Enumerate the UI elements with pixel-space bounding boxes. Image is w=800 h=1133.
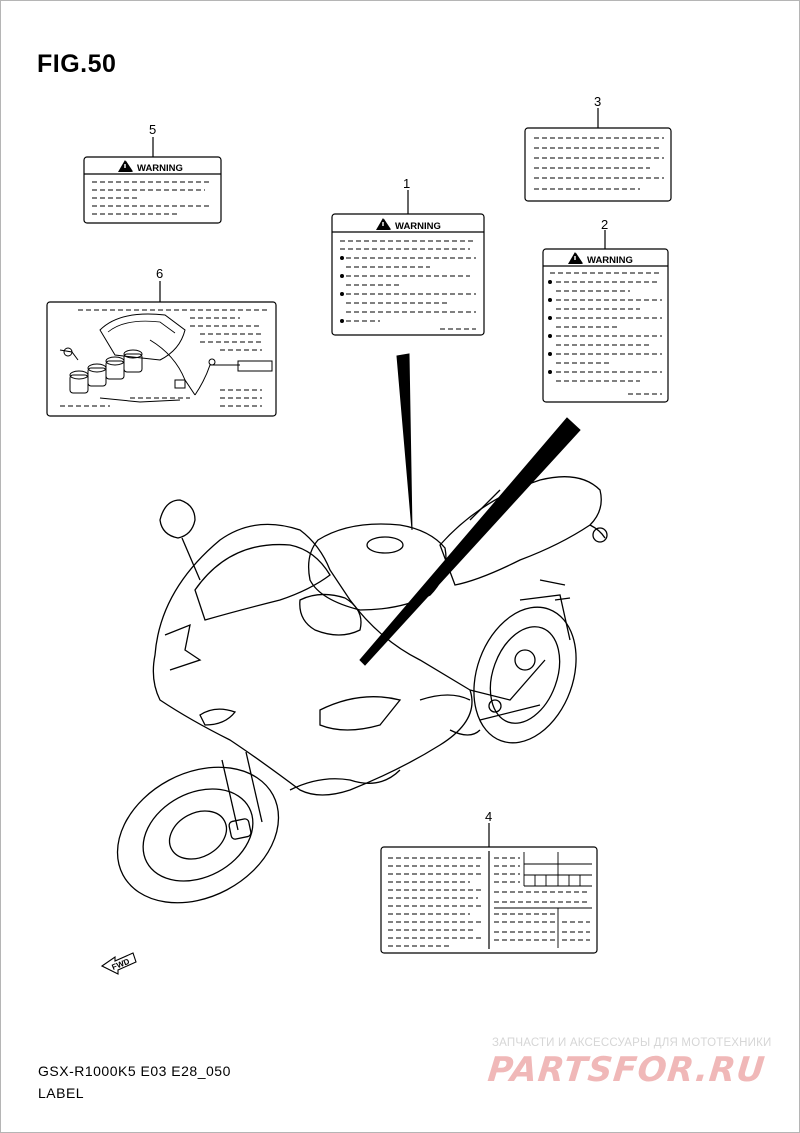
label-5-warning-text: WARNING	[137, 163, 183, 174]
watermark-tagline: ЗАПЧАСТИ И АКСЕССУАРЫ ДЛЯ МОТОТЕХНИКИ	[492, 1037, 772, 1049]
fwd-arrow-icon	[100, 952, 137, 975]
callout-1: 1	[403, 176, 410, 191]
leader-wedges	[359, 353, 581, 666]
section-name: LABEL	[38, 1085, 85, 1101]
model-code: GSX-R1000K5 E03 E28_050	[38, 1063, 231, 1079]
motorcycle-drawing	[116, 476, 608, 904]
label-2-warning-text: WARNING	[587, 255, 633, 266]
callout-3: 3	[594, 94, 601, 109]
label-4-spec-table[interactable]	[380, 846, 598, 954]
figure-title: FIG.50	[37, 50, 117, 78]
label-3-text[interactable]	[524, 127, 672, 202]
watermark-logo: PARTSFOR.RU	[485, 1050, 768, 1090]
callout-4: 4	[485, 809, 492, 824]
label-1-warning[interactable]	[331, 213, 485, 336]
callout-6: 6	[156, 266, 163, 281]
callout-2: 2	[601, 217, 608, 232]
label-6-hose-diagram[interactable]	[46, 301, 277, 417]
callout-5: 5	[149, 122, 156, 137]
label-2-warning[interactable]	[542, 248, 669, 403]
label-1-warning-text: WARNING	[395, 221, 441, 232]
